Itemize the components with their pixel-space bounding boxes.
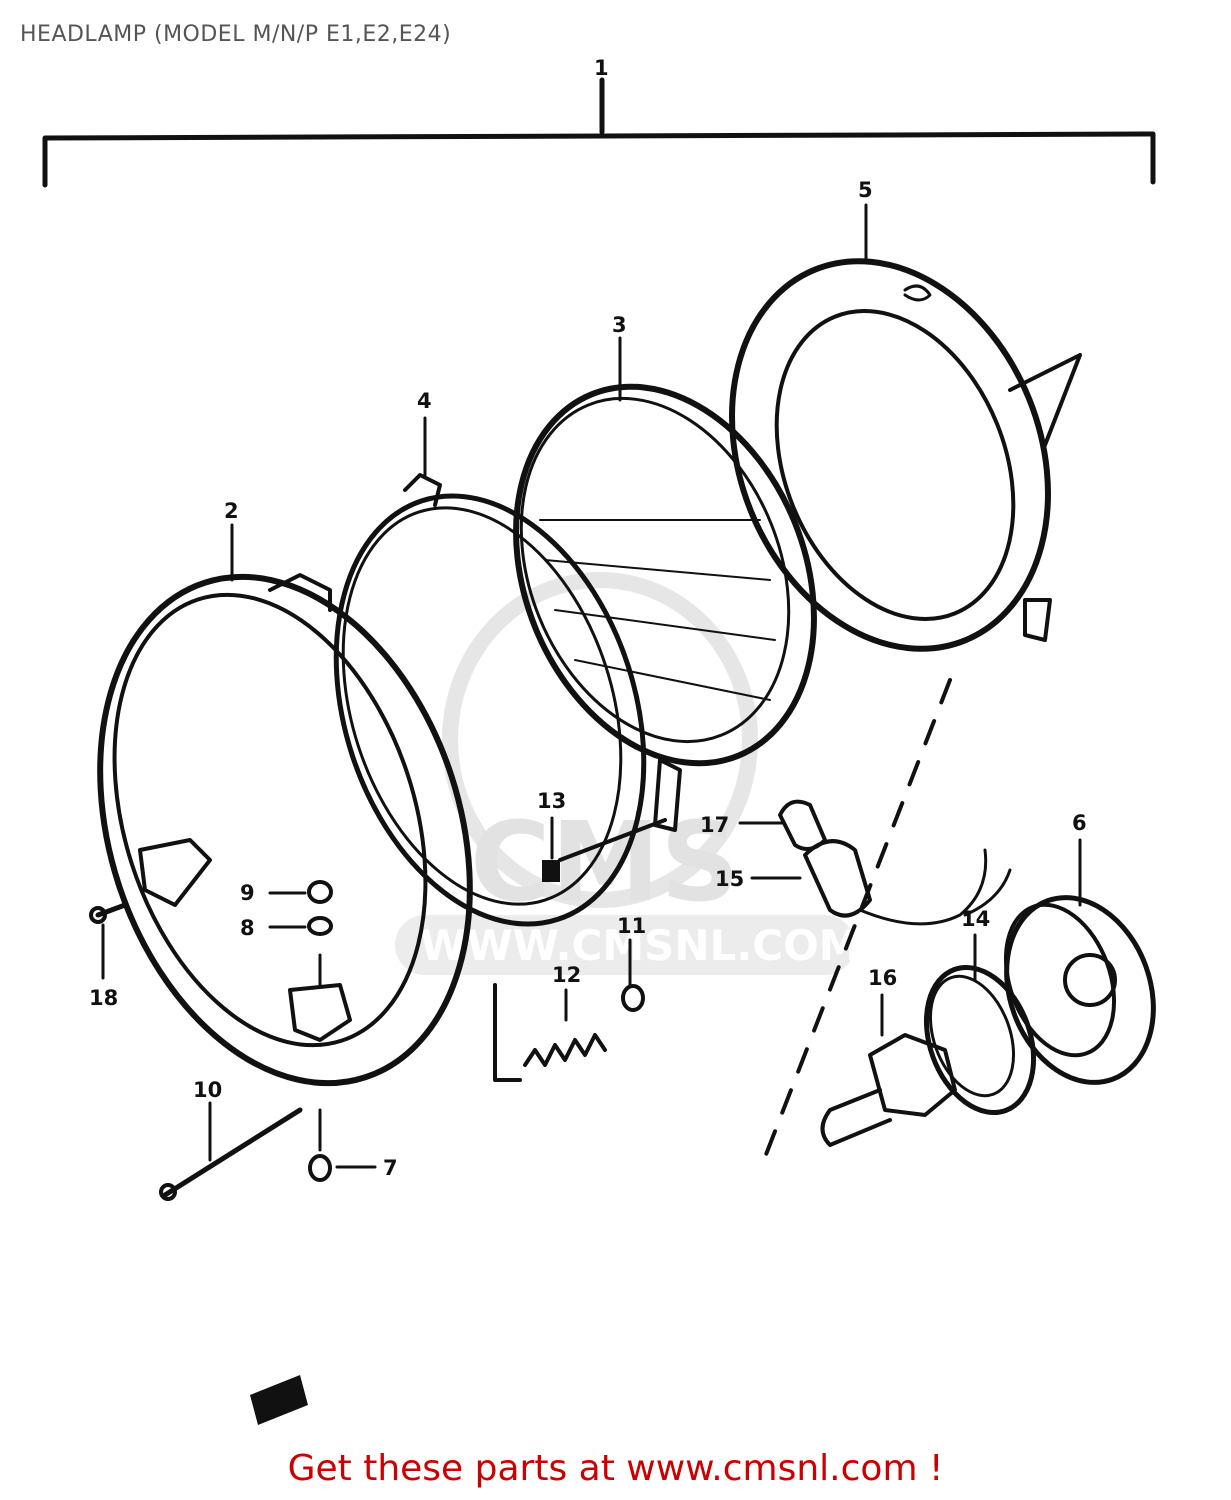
watermark-logo: CMS — [470, 798, 739, 926]
callout-8: 8 — [240, 916, 255, 940]
callout-10: 10 — [193, 1078, 222, 1102]
callout-1: 1 — [594, 56, 609, 80]
callout-11: 11 — [617, 914, 646, 938]
corner-mark-icon — [250, 1375, 308, 1425]
footer-link[interactable]: Get these parts at www.cmsnl.com ! — [287, 1448, 944, 1489]
callout-labels: 1 2 3 4 5 6 7 8 9 10 11 12 13 14 15 16 1… — [89, 56, 1087, 1180]
leader-lines — [101, 203, 1082, 1169]
callout-9: 9 — [240, 881, 255, 905]
watermark-url: WWW.CMSNL.COM — [420, 921, 861, 970]
headlamp-housing — [729, 258, 1082, 652]
callout-5: 5 — [858, 178, 873, 202]
headlamp-bulb — [820, 1033, 957, 1147]
callout-16: 16 — [868, 966, 897, 990]
bulb-retainer-spring — [923, 964, 1037, 1116]
callout-6: 6 — [1072, 811, 1087, 835]
callout-17: 17 — [700, 813, 729, 837]
diagram-title: HEADLAMP (MODEL M/N/P E1,E2,E24) — [20, 22, 452, 47]
callout-3: 3 — [612, 313, 627, 337]
footer-link-text[interactable]: Get these parts at www.cmsnl.com ! — [0, 1448, 1231, 1489]
callout-18: 18 — [89, 986, 118, 1010]
callout-2: 2 — [224, 499, 239, 523]
callout-14: 14 — [961, 907, 990, 931]
assembly-bracket — [42, 77, 1156, 188]
callout-13: 13 — [537, 789, 566, 813]
callout-7: 7 — [383, 1156, 398, 1180]
callout-15: 15 — [715, 867, 744, 891]
callout-4: 4 — [417, 389, 432, 413]
sealed-beam-lens — [513, 383, 817, 832]
headlamp-rim — [97, 573, 473, 1087]
position-lamp-socket — [778, 799, 1012, 926]
callout-12: 12 — [552, 963, 581, 987]
